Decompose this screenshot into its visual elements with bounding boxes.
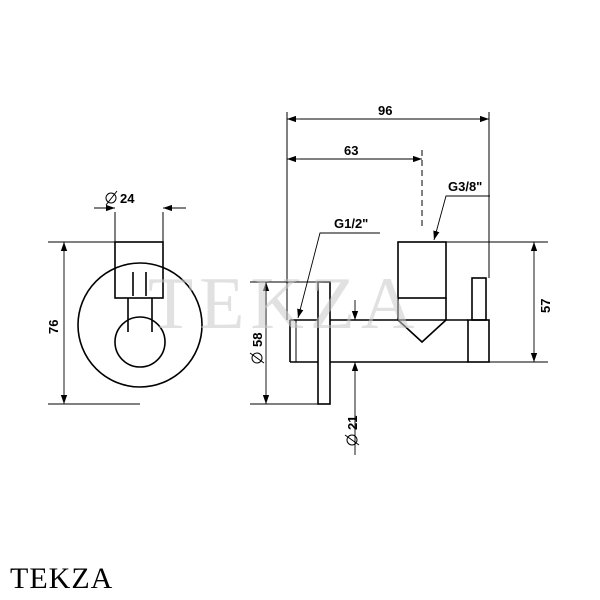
inlet-stub [289, 319, 318, 363]
brand-logo: TEKZA [10, 562, 114, 595]
front-view: 24 76 [46, 190, 203, 405]
body-end-cap [467, 319, 490, 363]
dim-total-length: 96 [378, 103, 392, 118]
rosette-plate [317, 281, 331, 405]
watermark: TEKZA [148, 263, 421, 345]
outlet-cone [397, 319, 447, 344]
diameter-symbol-icon [344, 434, 360, 446]
diameter-symbol-icon [105, 190, 118, 206]
dim-outlet-thread: G3/8" [448, 179, 482, 194]
side-lever [471, 277, 487, 321]
rosette-circle [77, 262, 203, 388]
dim-inlet-thread: G1/2" [334, 216, 368, 231]
dim-body-diameter: 21 [345, 416, 360, 430]
dim-front-height: 76 [46, 320, 61, 334]
dim-handle-diameter: 24 [120, 191, 135, 206]
body-circle [114, 316, 166, 368]
side-view: 96 63 G3/8" G1/2" 57 58 21 [249, 103, 553, 455]
outlet-block [397, 241, 447, 299]
dim-inlet-to-outlet: 63 [344, 143, 358, 158]
dim-height-total: 57 [538, 299, 553, 313]
diameter-symbol-icon [249, 352, 265, 364]
dim-rosette-diameter: 58 [250, 333, 265, 347]
handle-top [114, 241, 164, 299]
